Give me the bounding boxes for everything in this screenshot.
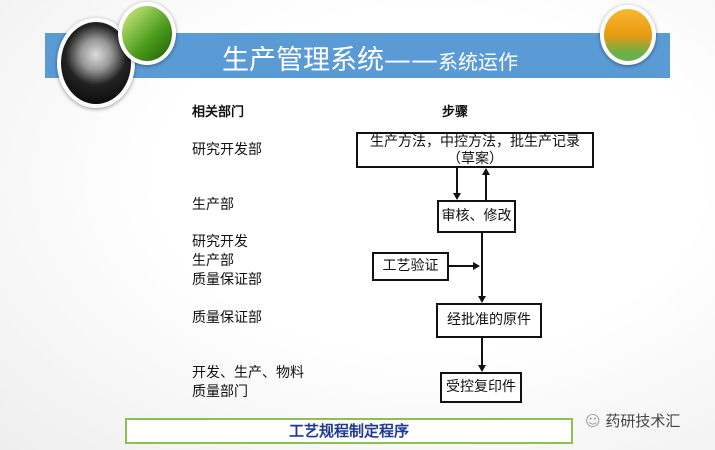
review-box: 审核、修改 <box>437 200 516 233</box>
arrow-down-icon <box>478 365 486 372</box>
department-label: 质量保证部 <box>192 272 262 288</box>
controlled-copy-box: 受控复印件 <box>440 372 522 403</box>
connector-right <box>449 265 474 267</box>
wechat-icon: ☺ <box>585 412 601 430</box>
department-label: 质量部门 <box>192 384 248 400</box>
arrow-right-icon <box>473 262 480 270</box>
draft-box: 生产方法，中控方法，批生产记录 （草案） <box>356 132 594 168</box>
steps-header: 步骤 <box>442 105 469 120</box>
leaf-image <box>118 2 176 65</box>
draft-line2: （草案） <box>447 151 503 167</box>
departments-header: 相关部门 <box>192 105 245 120</box>
department-label: 研究开发部 <box>192 142 262 158</box>
approved-box: 经批准的原件 <box>436 303 542 338</box>
watermark-text: 药研技术汇 <box>605 412 681 430</box>
department-label: 生产部 <box>192 253 234 269</box>
tulip-image <box>600 5 656 65</box>
department-label: 生产部 <box>192 197 234 213</box>
validation-box: 工艺验证 <box>372 252 449 281</box>
arrow-down-icon <box>478 296 486 303</box>
page-title: 生产管理系统——系统运作 <box>222 38 518 77</box>
watermark: ☺ 药研技术汇 <box>585 410 680 431</box>
department-label: 质量保证部 <box>192 310 262 326</box>
draft-line1: 生产方法，中控方法，批生产记录 <box>370 134 580 150</box>
caption-box: 工艺规程制定程序 <box>125 418 573 444</box>
arrow-up-icon <box>482 168 490 175</box>
department-label: 开发、生产、物料 <box>192 365 304 381</box>
title-main: 生产管理系统—— <box>222 45 438 76</box>
arrow-down-icon <box>453 193 461 200</box>
department-label: 研究开发 <box>192 234 248 250</box>
connector-up <box>485 174 487 200</box>
title-sub: 系统运作 <box>438 50 518 74</box>
connector-final <box>481 338 483 366</box>
connector-main <box>481 233 483 297</box>
connector-down <box>456 168 458 194</box>
